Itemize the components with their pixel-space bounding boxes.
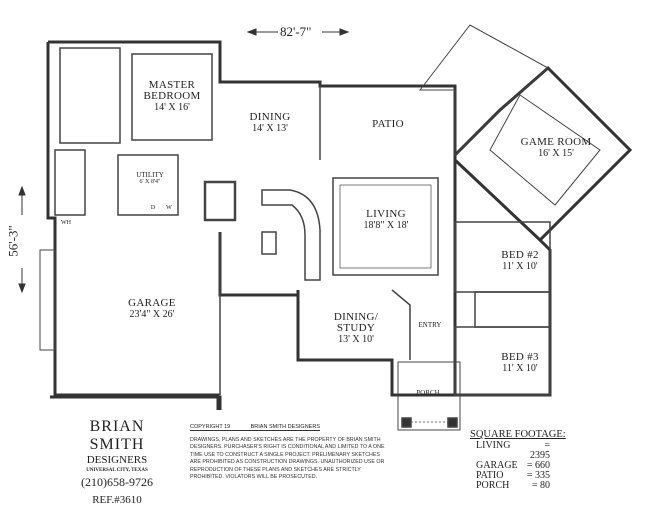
study-wall: [296, 290, 455, 397]
patio-roof: [418, 24, 549, 157]
copyright-line: COPYRIGHT 19 BRIAN SMITH DESIGNERS: [190, 424, 320, 431]
legal-notice: DRAWINGS, PLANS AND SKETCHES ARE THE PRO…: [190, 437, 385, 481]
square-footage-title: SQUARE FOOTAGE:: [470, 429, 566, 440]
washer-label: W: [166, 205, 172, 211]
exterior-wall-bottom: [50, 395, 222, 410]
room-porch: PORCH: [416, 389, 440, 397]
sqft-row: PORCH= 80: [476, 480, 550, 491]
designer-ref: REF.#3610: [92, 494, 142, 506]
bath-2: [474, 291, 551, 328]
width-dimension: 82'-7": [280, 24, 312, 39]
utility-room: [117, 154, 179, 216]
porch-column-2: [447, 417, 458, 428]
porch-column-1: [401, 417, 412, 428]
kitchen-counter: [261, 189, 321, 281]
arrow-left-icon: [246, 28, 257, 36]
designer-name: BRIAN SMITH: [89, 418, 145, 453]
water-heater-label: WH: [61, 220, 71, 226]
kitchen-island: [261, 231, 277, 255]
copyright-year: COPYRIGHT 19: [190, 424, 231, 430]
arrow-right-icon: [339, 28, 350, 36]
sqft-row: GARAGE= 660: [476, 460, 550, 471]
designer-block: BRIAN SMITH DESIGNERS UNIVERSAL CITY, TE…: [62, 418, 172, 506]
master-bedroom-outline: [131, 53, 213, 141]
bath-1: [54, 149, 86, 216]
arrow-down-icon: [18, 283, 26, 294]
living-outline: [332, 177, 439, 276]
sqft-row: LIVING= 2395: [476, 440, 550, 461]
copyright-owner: BRIAN SMITH DESIGNERS: [250, 424, 320, 430]
garage-side-wall: [218, 232, 298, 297]
garage-door: [39, 249, 56, 351]
room-entry: ENTRY: [418, 321, 442, 329]
closet-1: [59, 47, 121, 144]
room-patio: PATIO: [372, 118, 404, 130]
designer-sub: DESIGNERS: [86, 454, 148, 466]
entry-wall: [391, 289, 411, 360]
game-room-inner: [489, 94, 601, 206]
porch-outline: [397, 361, 461, 431]
designer-location: UNIVERSAL CITY, TEXAS: [86, 468, 148, 473]
designer-phone: (210)658-9726: [81, 475, 153, 489]
square-footage-table: SQUARE FOOTAGE: LIVING= 2395 GARAGE= 660…: [470, 429, 566, 491]
dryer-label: D: [150, 205, 156, 211]
depth-dimension: 56'-3": [5, 225, 21, 257]
sqft-row: PATIO= 335: [476, 470, 550, 481]
fridge-niche: [203, 180, 237, 222]
living-inner: [339, 184, 432, 269]
bed-3-outline: [454, 326, 551, 396]
arrow-up-icon: [18, 185, 26, 196]
